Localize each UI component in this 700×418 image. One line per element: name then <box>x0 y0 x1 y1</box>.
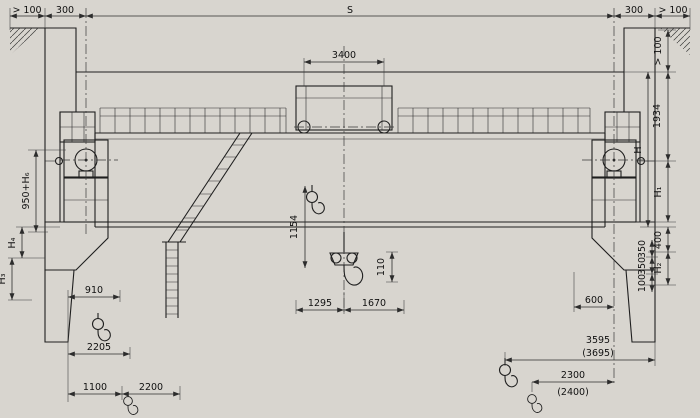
bridge-girder <box>94 132 606 228</box>
dim-label-H: H <box>633 146 644 153</box>
dimension-labels: > 100 300 S 300 > 100 3400 > 100 1934 H … <box>0 5 688 398</box>
dim-label-3595: 3595 <box>586 335 610 346</box>
dim-label-1154: 1154 <box>289 215 300 239</box>
building-structure <box>10 27 690 343</box>
dim-label-1670: 1670 <box>362 298 386 309</box>
centerlines <box>60 8 644 386</box>
dim-label-trolley-gauge: 3400 <box>332 50 356 61</box>
walkway-railing <box>99 107 591 133</box>
access-ladder <box>162 132 253 318</box>
hook-bottom-left-upper <box>91 313 111 342</box>
dim-label-H2: H₂ <box>653 262 664 273</box>
dim-label-100: 100 <box>637 274 648 292</box>
hook-bottom-left-lower <box>123 396 139 415</box>
dim-label-350b: 350 <box>637 257 648 275</box>
left-rail-bracket <box>59 111 96 143</box>
dim-label-300-left: 300 <box>56 5 74 16</box>
dim-label-350a: 350 <box>637 240 648 258</box>
dim-label-3695: (3695) <box>582 348 614 359</box>
hook-main-pulley-right <box>346 252 358 264</box>
hook-bottom-right-lower <box>527 394 543 413</box>
dim-label-910: 910 <box>85 285 103 296</box>
left-buffer <box>54 156 64 166</box>
dim-label-300-right: 300 <box>625 5 643 16</box>
dimension-lines <box>9 13 690 397</box>
dim-label-clearance-top-left: > 100 <box>12 5 41 16</box>
dim-label-1295: 1295 <box>308 298 332 309</box>
dim-label-clearance-top-right: > 100 <box>658 5 687 16</box>
right-wall-lower <box>625 269 656 343</box>
dim-label-clearance-right-vert: > 100 <box>653 36 664 65</box>
dim-label-400: 400 <box>653 231 664 249</box>
dim-label-1934: 1934 <box>652 104 663 128</box>
dim-label-2200: 2200 <box>139 382 163 393</box>
dim-label-2205: 2205 <box>87 342 111 353</box>
dim-label-H4: H₄ <box>7 237 18 248</box>
roof-hatch-left <box>10 28 40 55</box>
dim-label-950-H: 950+H₆ <box>21 172 32 209</box>
hook-main-pulley-left <box>330 252 342 264</box>
dim-label-H1: H₁ <box>653 186 664 197</box>
hook-main-block <box>329 232 364 286</box>
right-rail-bracket <box>604 111 641 143</box>
dim-label-2400: (2400) <box>557 387 589 398</box>
dim-label-H3: H₃ <box>0 273 8 284</box>
dim-label-600: 600 <box>585 295 603 306</box>
dim-label-1100: 1100 <box>83 382 107 393</box>
dim-label-2300: 2300 <box>561 370 585 381</box>
dim-label-span: S <box>347 5 353 16</box>
dim-label-110: 110 <box>376 258 387 276</box>
